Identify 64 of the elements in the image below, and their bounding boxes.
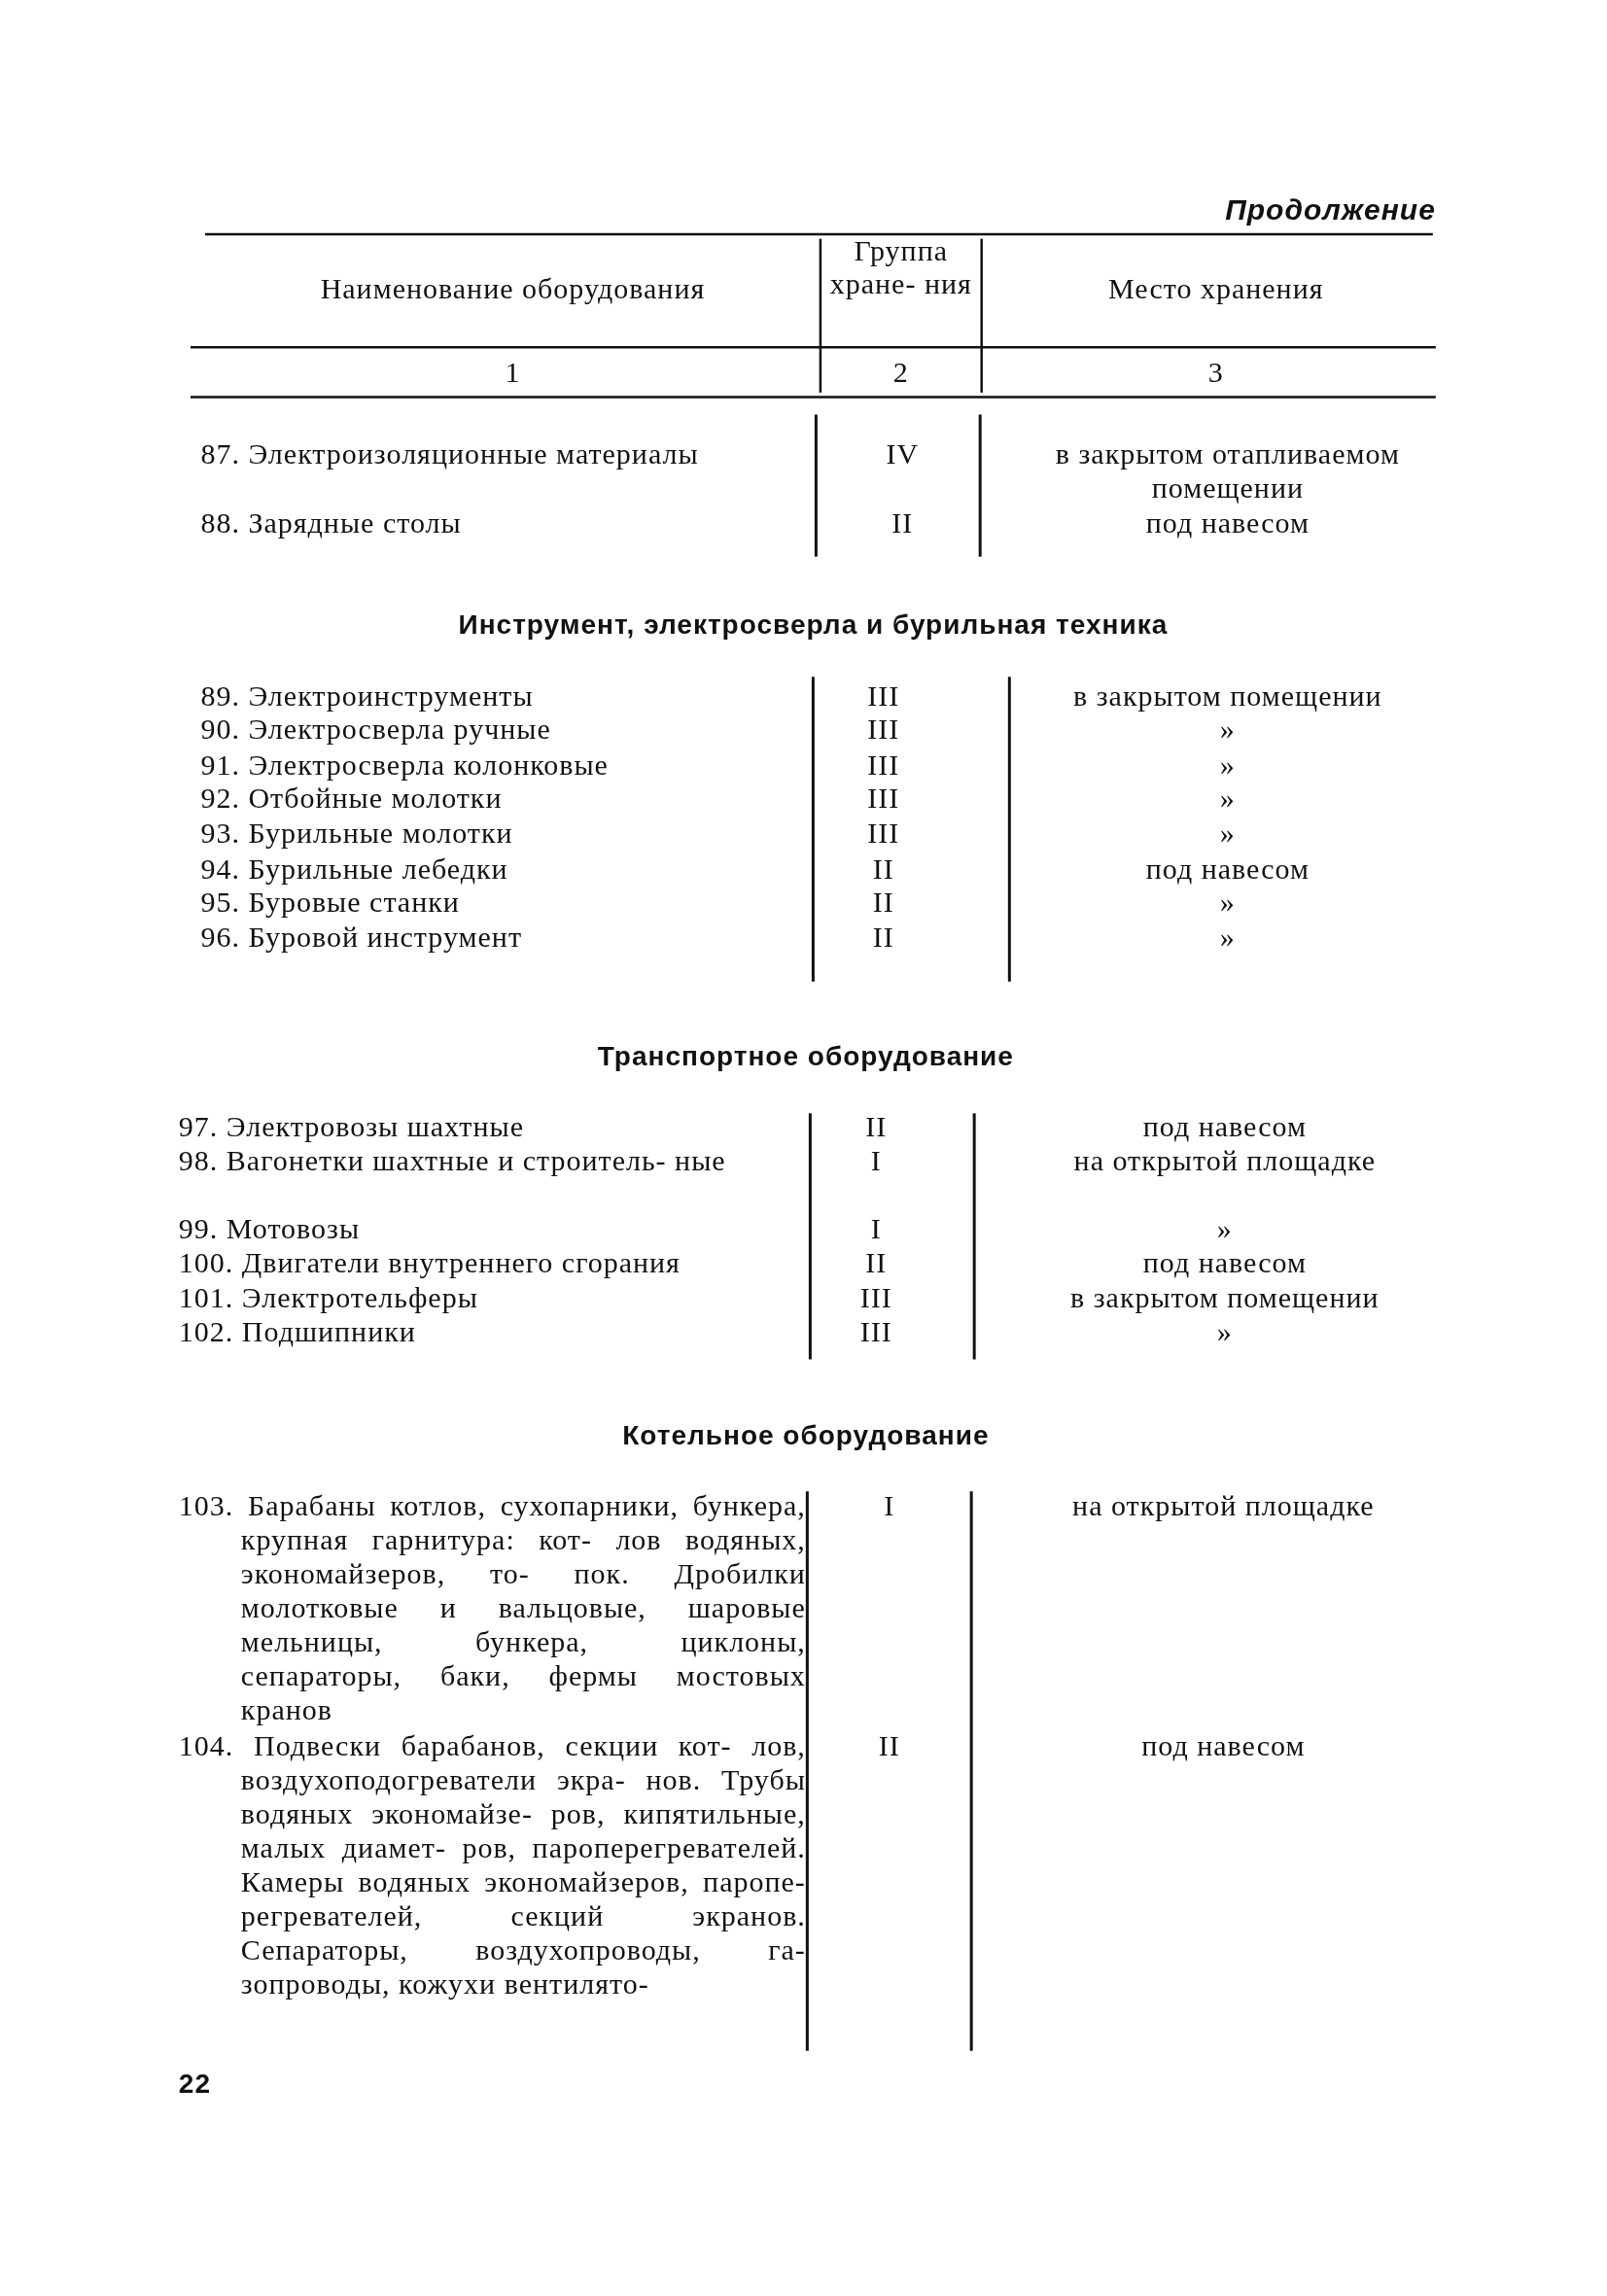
column-number: 3 (1206, 354, 1225, 389)
column-number: 1 (504, 354, 522, 389)
continuation-note: Продолжение (1224, 191, 1436, 226)
item-name: 97. Электровозы шахтные (178, 1108, 525, 1143)
storage-place: под навесом (1144, 505, 1310, 539)
storage-group: III (824, 747, 942, 782)
storage-place: в закрытом помещении (1069, 1280, 1380, 1315)
storage-place: » (1218, 920, 1237, 955)
section-heading: Котельное оборудование (621, 1418, 991, 1452)
column-number: 2 (891, 354, 910, 389)
storage-place: на открытой площадке (1072, 1142, 1378, 1177)
item-name: 89. Электроинструменты (200, 678, 535, 713)
storage-group: III (824, 712, 942, 747)
storage-group: II (830, 1728, 948, 1763)
storage-place: под навесом (1141, 1108, 1308, 1143)
storage-place: » (1218, 885, 1237, 920)
storage-place: » (1215, 1313, 1234, 1348)
storage-place: » (1218, 781, 1237, 816)
storage-group: III (817, 1280, 935, 1315)
storage-group: I (830, 1488, 948, 1523)
column-header: Наименование оборудования (319, 270, 707, 305)
storage-place: » (1218, 747, 1237, 782)
item-name: 98. Вагонетки шахтные и строитель- ные (178, 1142, 727, 1177)
item-name: 87. Электроизоляционные материалы (200, 436, 700, 471)
storage-group: II (817, 1108, 935, 1143)
storage-group: I (817, 1211, 935, 1246)
storage-group: II (824, 851, 942, 886)
storage-group: II (844, 505, 961, 539)
storage-group: II (817, 1245, 935, 1280)
storage-place: » (1218, 816, 1237, 851)
storage-place: на открытой площадке (1071, 1488, 1376, 1523)
item-name: 99. Мотовозы (178, 1211, 362, 1246)
item-name: 101. Электротельферы (178, 1280, 479, 1315)
storage-group: II (824, 885, 942, 920)
storage-group: II (824, 920, 942, 955)
item-name: 102. Подшипники (178, 1313, 417, 1348)
page-number: 22 (178, 2068, 212, 2102)
column-header: Место хранения (1107, 270, 1325, 305)
section-heading: Транспортное оборудование (596, 1039, 1015, 1073)
storage-group: IV (844, 436, 961, 471)
section-heading: Инструмент, электросверла и бурильная техника (457, 609, 1170, 643)
storage-group: III (817, 1313, 935, 1348)
item-name: 95. Буровые станки (200, 885, 461, 920)
column-header: Группа хране- ния (828, 234, 973, 301)
item-name: 94. Бурильные лебедки (200, 851, 509, 886)
storage-group: III (824, 816, 942, 851)
storage-place: » (1215, 1211, 1234, 1246)
storage-place: под навесом (1144, 851, 1310, 886)
item-name: 91. Электросверла колонковые (200, 747, 610, 782)
storage-place: под навесом (1141, 1245, 1308, 1280)
storage-place: в закрытом помещении (1072, 678, 1383, 713)
item-name: 92. Отбойные молотки (200, 781, 504, 816)
storage-group: III (824, 678, 942, 713)
item-name: 93. Бурильные молотки (200, 816, 514, 851)
storage-group: I (817, 1142, 935, 1177)
item-name: 96. Буровой инструмент (200, 920, 524, 955)
item-name: 90. Электросверла ручные (200, 712, 552, 747)
item-name: 88. Зарядные столы (200, 505, 463, 539)
storage-place: » (1218, 712, 1237, 747)
storage-group: III (824, 781, 942, 816)
item-name: 100. Двигатели внутреннего сгорания (178, 1245, 681, 1280)
item-name: 103. Барабаны котлов, сухопарники, бункера, крупная гарнитура: кот- лов водяных, экономайзеров, то- пок. Дробилки молотковые и вальцовые, шаровые мельницы, бункера, циклоны, сепараторы, баки, фермы мостовых кранов (178, 1488, 806, 1727)
item-name: 104. Подвески барабанов, секции кот- лов, воздухоподогреватели экра- нов. Трубы водяных экономайзе- ров, кипятильные, малых диамет- ров, пароперегревателей. Камеры водяных экономайзеров, паропе- регревателей, секций экранов. Сепараторы, воздухопроводы, га- зопроводы, кожухи вентилято- (178, 1728, 806, 2001)
storage-place: под навесом (1140, 1728, 1307, 1763)
